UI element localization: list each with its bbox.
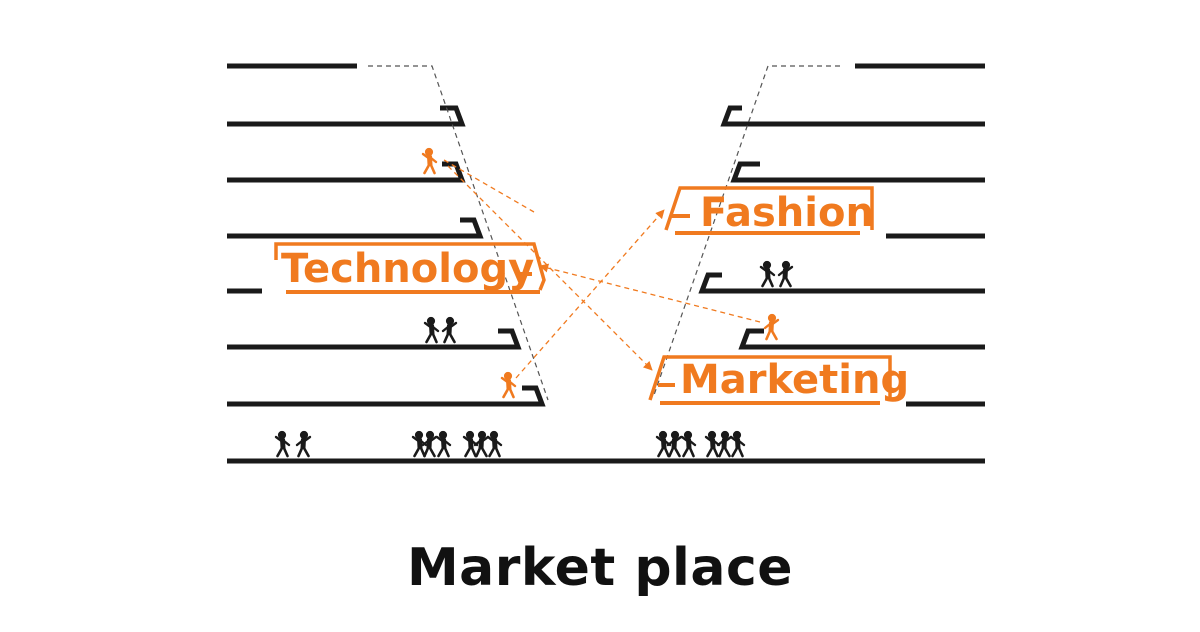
person-icon xyxy=(435,430,452,458)
fashion-banner-frame xyxy=(664,186,874,231)
left-building xyxy=(227,63,549,407)
person-icon xyxy=(666,430,683,458)
person-icon xyxy=(704,430,721,458)
person-icon xyxy=(473,430,490,458)
person-icon xyxy=(486,430,503,458)
right-balcony-3 xyxy=(730,161,760,183)
diagram-caption: Market place xyxy=(406,538,794,598)
highlighted-person-icon xyxy=(500,371,517,399)
right-balcony-2 xyxy=(720,105,742,127)
technology-banner-frame xyxy=(274,242,546,291)
marketing-banner: Marketing xyxy=(648,355,909,405)
right-balcony-5 xyxy=(698,272,722,294)
right-balcony-6 xyxy=(738,328,764,350)
technology-banner: Technology xyxy=(274,242,546,294)
fashion-label: Fashion xyxy=(700,190,874,236)
left-balcony-4 xyxy=(460,217,484,239)
person-icon xyxy=(295,430,312,458)
left-balcony-6 xyxy=(498,328,522,350)
person-icon xyxy=(423,316,440,344)
person-icon xyxy=(716,430,733,458)
left-balcony-7 xyxy=(522,385,546,407)
fashion-banner: Fashion xyxy=(664,186,874,236)
right-facade-guide xyxy=(653,65,840,396)
person-icon xyxy=(421,430,438,458)
arrow-lower-left-to-fashion xyxy=(515,209,665,379)
arrow-right-person-to-technology xyxy=(539,263,761,323)
right-building xyxy=(653,63,985,407)
technology-label: Technology xyxy=(281,246,534,292)
connection-arrows xyxy=(443,159,761,379)
person-icon xyxy=(759,260,776,288)
person-icon xyxy=(729,430,746,458)
marketing-label: Marketing xyxy=(680,357,909,403)
marketing-banner-frame xyxy=(648,355,892,401)
left-balcony-3 xyxy=(442,161,466,183)
left-facade-guide xyxy=(368,65,549,401)
person-icon xyxy=(777,260,794,288)
highlighted-person-icon xyxy=(421,147,438,175)
person-icon xyxy=(441,316,458,344)
person-icon xyxy=(680,430,697,458)
person-icon xyxy=(274,430,291,458)
highlighted-person-icon xyxy=(763,313,780,341)
left-balcony-2 xyxy=(440,105,466,127)
